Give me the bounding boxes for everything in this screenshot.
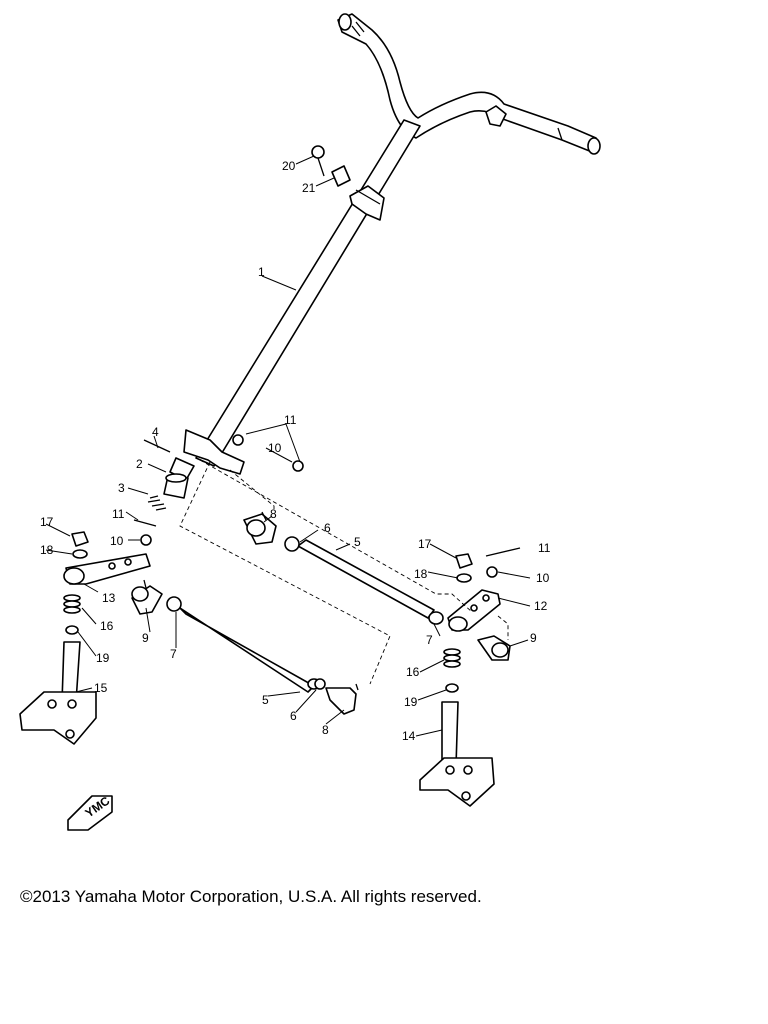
callout-19-left: 19 (96, 651, 110, 665)
spindle-arm-left (63, 553, 151, 585)
pin-11-right (485, 547, 521, 557)
callout-4: 4 (152, 425, 159, 439)
tie-rod-left (131, 579, 359, 715)
spindle-arm-right (447, 589, 501, 632)
callout-3: 3 (118, 481, 125, 495)
callout-19-right: 19 (404, 695, 418, 709)
callout-18-right: 18 (414, 567, 428, 581)
bush-19-right (445, 683, 459, 693)
callout-7-right: 7 (426, 633, 433, 647)
assembly-guides (179, 459, 509, 685)
nut-10-left (140, 534, 152, 546)
tie-rod-right (243, 511, 444, 625)
callout-16-left: 16 (100, 619, 114, 633)
pin-11-left (133, 519, 157, 527)
callouts: 1 2 3 4 5 5 6 6 7 7 8 8 9 9 10 10 10 11 … (40, 159, 551, 743)
callout-12: 12 (534, 599, 548, 613)
ski-spindle-right (419, 701, 495, 807)
callout-6-lower: 6 (290, 709, 297, 723)
callout-9-left: 9 (142, 631, 149, 645)
callout-2: 2 (136, 457, 143, 471)
nut-17-left (71, 531, 89, 547)
nut-17-right (455, 553, 473, 569)
callout-5-lower: 5 (262, 693, 269, 707)
spring-16-right (443, 648, 461, 668)
callout-13: 13 (102, 591, 116, 605)
callout-17-right: 17 (418, 537, 432, 551)
leader-lines (45, 155, 531, 737)
ski-spindle-left (19, 641, 97, 745)
callout-17-left: 17 (40, 515, 54, 529)
callout-20: 20 (282, 159, 296, 173)
callout-10-right: 10 (536, 571, 550, 585)
callout-5-upper: 5 (354, 535, 361, 549)
callout-8-upper: 8 (270, 507, 277, 521)
nut-10-right (486, 566, 498, 578)
callout-7-left: 7 (170, 647, 177, 661)
callout-10-left: 10 (110, 534, 124, 548)
callout-11-left: 11 (112, 507, 125, 521)
callout-9-right: 9 (530, 631, 537, 645)
steering-parts-diagram: YMC 1 2 (19, 13, 601, 831)
callout-8-lower: 8 (322, 723, 329, 737)
callout-15: 15 (94, 681, 108, 695)
callout-11-right: 11 (538, 541, 551, 555)
callout-11-column: 11 (284, 413, 297, 427)
callout-1: 1 (258, 265, 265, 279)
callout-21: 21 (302, 181, 316, 195)
callout-10-column: 10 (268, 441, 282, 455)
callout-14: 14 (402, 729, 416, 743)
bolt-20 (311, 145, 325, 177)
spring-3 (147, 495, 167, 511)
tie-rod-end-right (477, 635, 511, 661)
collar-2 (163, 473, 189, 499)
bush-19-left (65, 625, 79, 635)
steering-column (169, 119, 421, 481)
ymc-logo: YMC (67, 793, 113, 831)
clamp-21 (331, 165, 351, 187)
callout-6-upper: 6 (324, 521, 331, 535)
callout-16-right: 16 (406, 665, 420, 679)
nut-10-column (232, 434, 304, 472)
copyright-notice: ©2013 Yamaha Motor Corporation, U.S.A. A… (20, 887, 482, 906)
washer-18-right (456, 573, 472, 583)
callout-18-left: 18 (40, 543, 54, 557)
handlebar (337, 13, 601, 155)
washer-18-left (72, 549, 88, 559)
spring-16-left (63, 594, 81, 614)
locknut-6-left (314, 678, 326, 690)
